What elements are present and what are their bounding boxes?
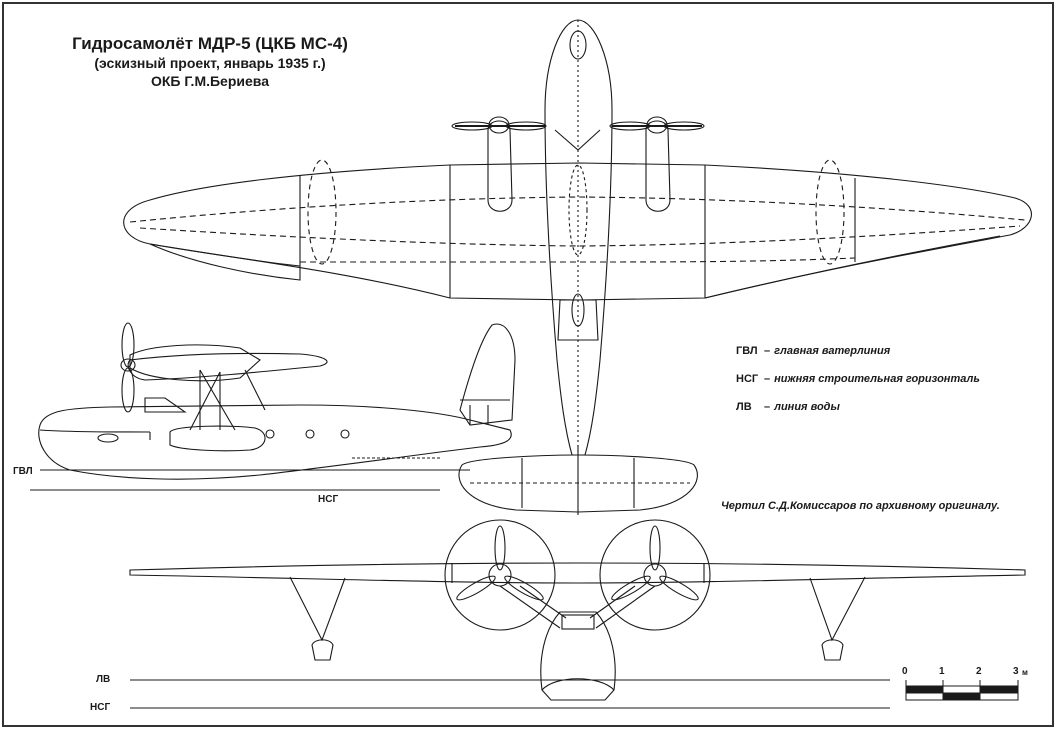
legend-desc: нижняя строительная горизонталь	[774, 373, 980, 385]
side-hull	[38, 404, 512, 480]
plan-view	[123, 19, 1032, 515]
plan-tailplane	[458, 454, 698, 513]
legend-abbr: НСГ	[736, 373, 759, 385]
front-nsg-label: НСГ	[90, 702, 111, 713]
front-wing	[129, 562, 1026, 584]
legend-item-nsg: НСГ–нижняя строительная горизонталь	[736, 373, 980, 385]
side-nsg-label: НСГ	[318, 494, 339, 505]
front-lv-label: ЛВ	[96, 674, 111, 685]
drawing-title: Гидросамолёт МДР-5 (ЦКБ МС-4)	[72, 34, 348, 53]
design-bureau: ОКБ Г.М.Бериева	[150, 73, 269, 89]
front-view	[129, 519, 1026, 709]
scale-tick-2: 2	[976, 666, 982, 677]
legend-desc: линия воды	[774, 401, 840, 413]
legend-abbr: ЛВ	[736, 401, 752, 413]
scale-bar	[905, 680, 1019, 701]
plan-nacelle-right	[645, 120, 671, 212]
side-fin	[459, 323, 516, 426]
legend-item-lv: ЛВ–линия воды	[736, 401, 840, 413]
side-float	[169, 425, 266, 452]
scale-tick-3: 3	[1013, 666, 1019, 677]
legend-desc: главная ватерлиния	[774, 345, 891, 357]
drafter-credit: Чертил С.Д.Комиссаров по архивному ориги…	[721, 500, 1000, 512]
legend-item-gvl: ГВЛ–главная ватерлиния	[736, 345, 891, 357]
scale-tick-1: 1	[939, 666, 945, 677]
side-view	[30, 322, 516, 491]
side-gvl-label: ГВЛ	[13, 466, 33, 477]
front-hull	[540, 611, 616, 701]
scale-unit: м	[1022, 668, 1028, 677]
legend-abbr: ГВЛ	[736, 345, 758, 357]
drawing-subtitle: (эскизный проект, январь 1935 г.)	[94, 55, 326, 71]
plan-nacelle-left	[487, 120, 513, 212]
scale-tick-0: 0	[902, 666, 908, 677]
